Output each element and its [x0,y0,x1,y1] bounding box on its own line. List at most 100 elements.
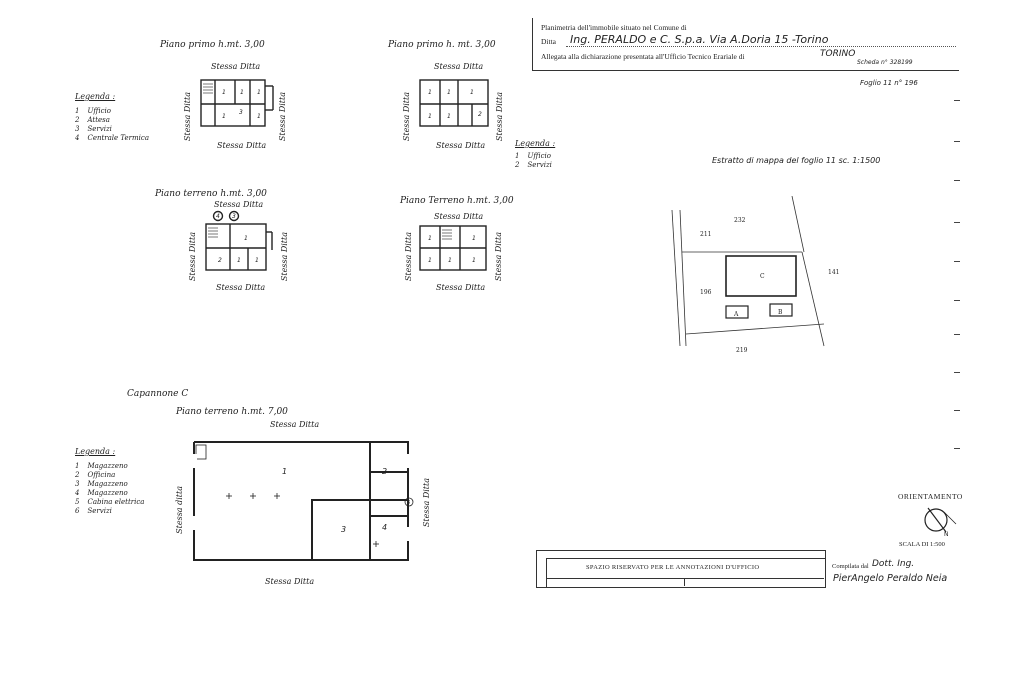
legend-item-label: Cabina elettrica [87,498,145,506]
divider [684,578,685,586]
plan-title-p1-right: Piano primo h. mt. 3,00 [388,40,496,50]
svg-text:2: 2 [478,111,482,118]
plan-label-bottom: Stessa Ditta [436,283,486,292]
legend-item-number: 3 [75,480,80,488]
svg-text:1: 1 [447,89,451,96]
legend-item-label: Magazzeno [87,480,128,488]
legend-item: 4 Magazzeno [75,489,144,498]
legend-item: 4 Centrale Termica [75,134,149,143]
legend-item-number: 1 [515,152,520,160]
svg-text:1: 1 [428,89,432,96]
header-ditta-value: Ing. PERALDO e C. S.p.a. Via A.Doria 15 … [570,33,829,46]
svg-text:1: 1 [470,89,474,96]
legend-title: Legenda : [75,92,116,101]
parcel-141: 141 [828,269,839,276]
parcel-196: 196 [700,289,712,296]
svg-text:1: 1 [240,89,244,96]
header-line3-value: TORINO [820,49,856,59]
svg-text:2: 2 [382,467,387,476]
legend-item-label: Centrale Termica [87,134,149,142]
plan-label-bottom: Stessa Ditta [217,141,267,150]
legend-item-number: 1 [75,107,80,115]
legend-item-label: Servizi [527,161,552,169]
legend-item-number: 2 [515,161,520,169]
svg-text:1: 1 [222,89,226,96]
divider [566,46,956,47]
plan-title-capannone: Piano terreno h.mt. 7,00 [176,407,288,417]
svg-text:1: 1 [472,235,476,242]
svg-text:3: 3 [239,109,243,116]
orientation-label: ORIENTAMENTO [898,492,963,501]
legend-item-number: 5 [75,498,80,506]
svg-text:1: 1 [222,113,226,120]
margin-tick [954,448,960,449]
margin-tick [954,222,960,223]
estratto-map: 232 211 196 141 219 C A B [664,196,858,356]
legend-title: Legenda : [75,447,116,456]
plan-title-p1-left: Piano primo h.mt. 3,00 [160,40,265,50]
legend-item: 1 Ufficio [75,107,149,116]
header-scheda: Scheda n° 328199 [857,59,913,66]
legend-item: 3 Magazzeno [75,480,144,489]
plan-label-left: Stessa Ditta [183,92,192,142]
compilata-name2: PierAngelo Peraldo Neia [833,573,948,584]
plan-title-pt-right: Piano Terreno h.mt. 3,00 [400,196,514,206]
building-b: B [778,309,783,316]
svg-text:1: 1 [237,257,241,264]
plan-label-right: Stessa Ditta [422,478,431,528]
compass-icon: N [914,502,958,542]
svg-text:4: 4 [216,213,220,220]
svg-text:3: 3 [232,213,236,220]
plan-label-top: Stessa Ditta [434,62,484,71]
plan-label-left: Stessa ditta [175,486,184,534]
margin-tick [954,410,960,411]
plan-label-top: Stessa Ditta [270,420,320,429]
svg-text:1: 1 [257,89,261,96]
divider [546,578,824,579]
legend-title: Legenda : [515,139,556,148]
plan-label-left: Stessa Ditta [402,92,411,142]
legend-item-label: Magazzeno [87,462,128,470]
legend-item-number: 2 [75,116,80,124]
svg-text:4: 4 [382,523,387,532]
svg-text:2: 2 [218,257,222,264]
annotations-inner [546,558,825,587]
svg-text:1: 1 [244,235,248,242]
legend-item-label: Servizi [87,507,112,515]
legend-item-number: 6 [75,507,80,515]
plan-label-top: Stessa Ditta [214,200,264,209]
legend-item-label: Magazzeno [87,489,128,497]
header-ditta-label: Ditta [541,37,556,46]
legend-item: 1 Magazzeno [75,462,144,471]
parcel-211: 211 [700,231,711,238]
legend-item-label: Officina [87,471,116,479]
margin-tick [954,261,960,262]
plan-label-left: Stessa Ditta [188,232,197,282]
legend-item-number: 1 [75,462,80,470]
plan-label-bottom: Stessa Ditta [216,283,266,292]
legend-item-number: 4 [75,489,80,497]
svg-text:1: 1 [428,113,432,120]
legend-item: 5 Cabina elettrica [75,498,144,507]
legend-item-number: 4 [75,134,80,142]
plan-label-left: Stessa Ditta [404,232,413,282]
legend-item-number: 3 [75,125,80,133]
parcel-232: 232 [734,217,746,224]
header-box [532,18,959,71]
legend-item-label: Ufficio [87,107,111,115]
annotations-box [536,550,826,588]
plan-title-pt-left: Piano terreno h.mt. 3,00 [155,189,267,199]
